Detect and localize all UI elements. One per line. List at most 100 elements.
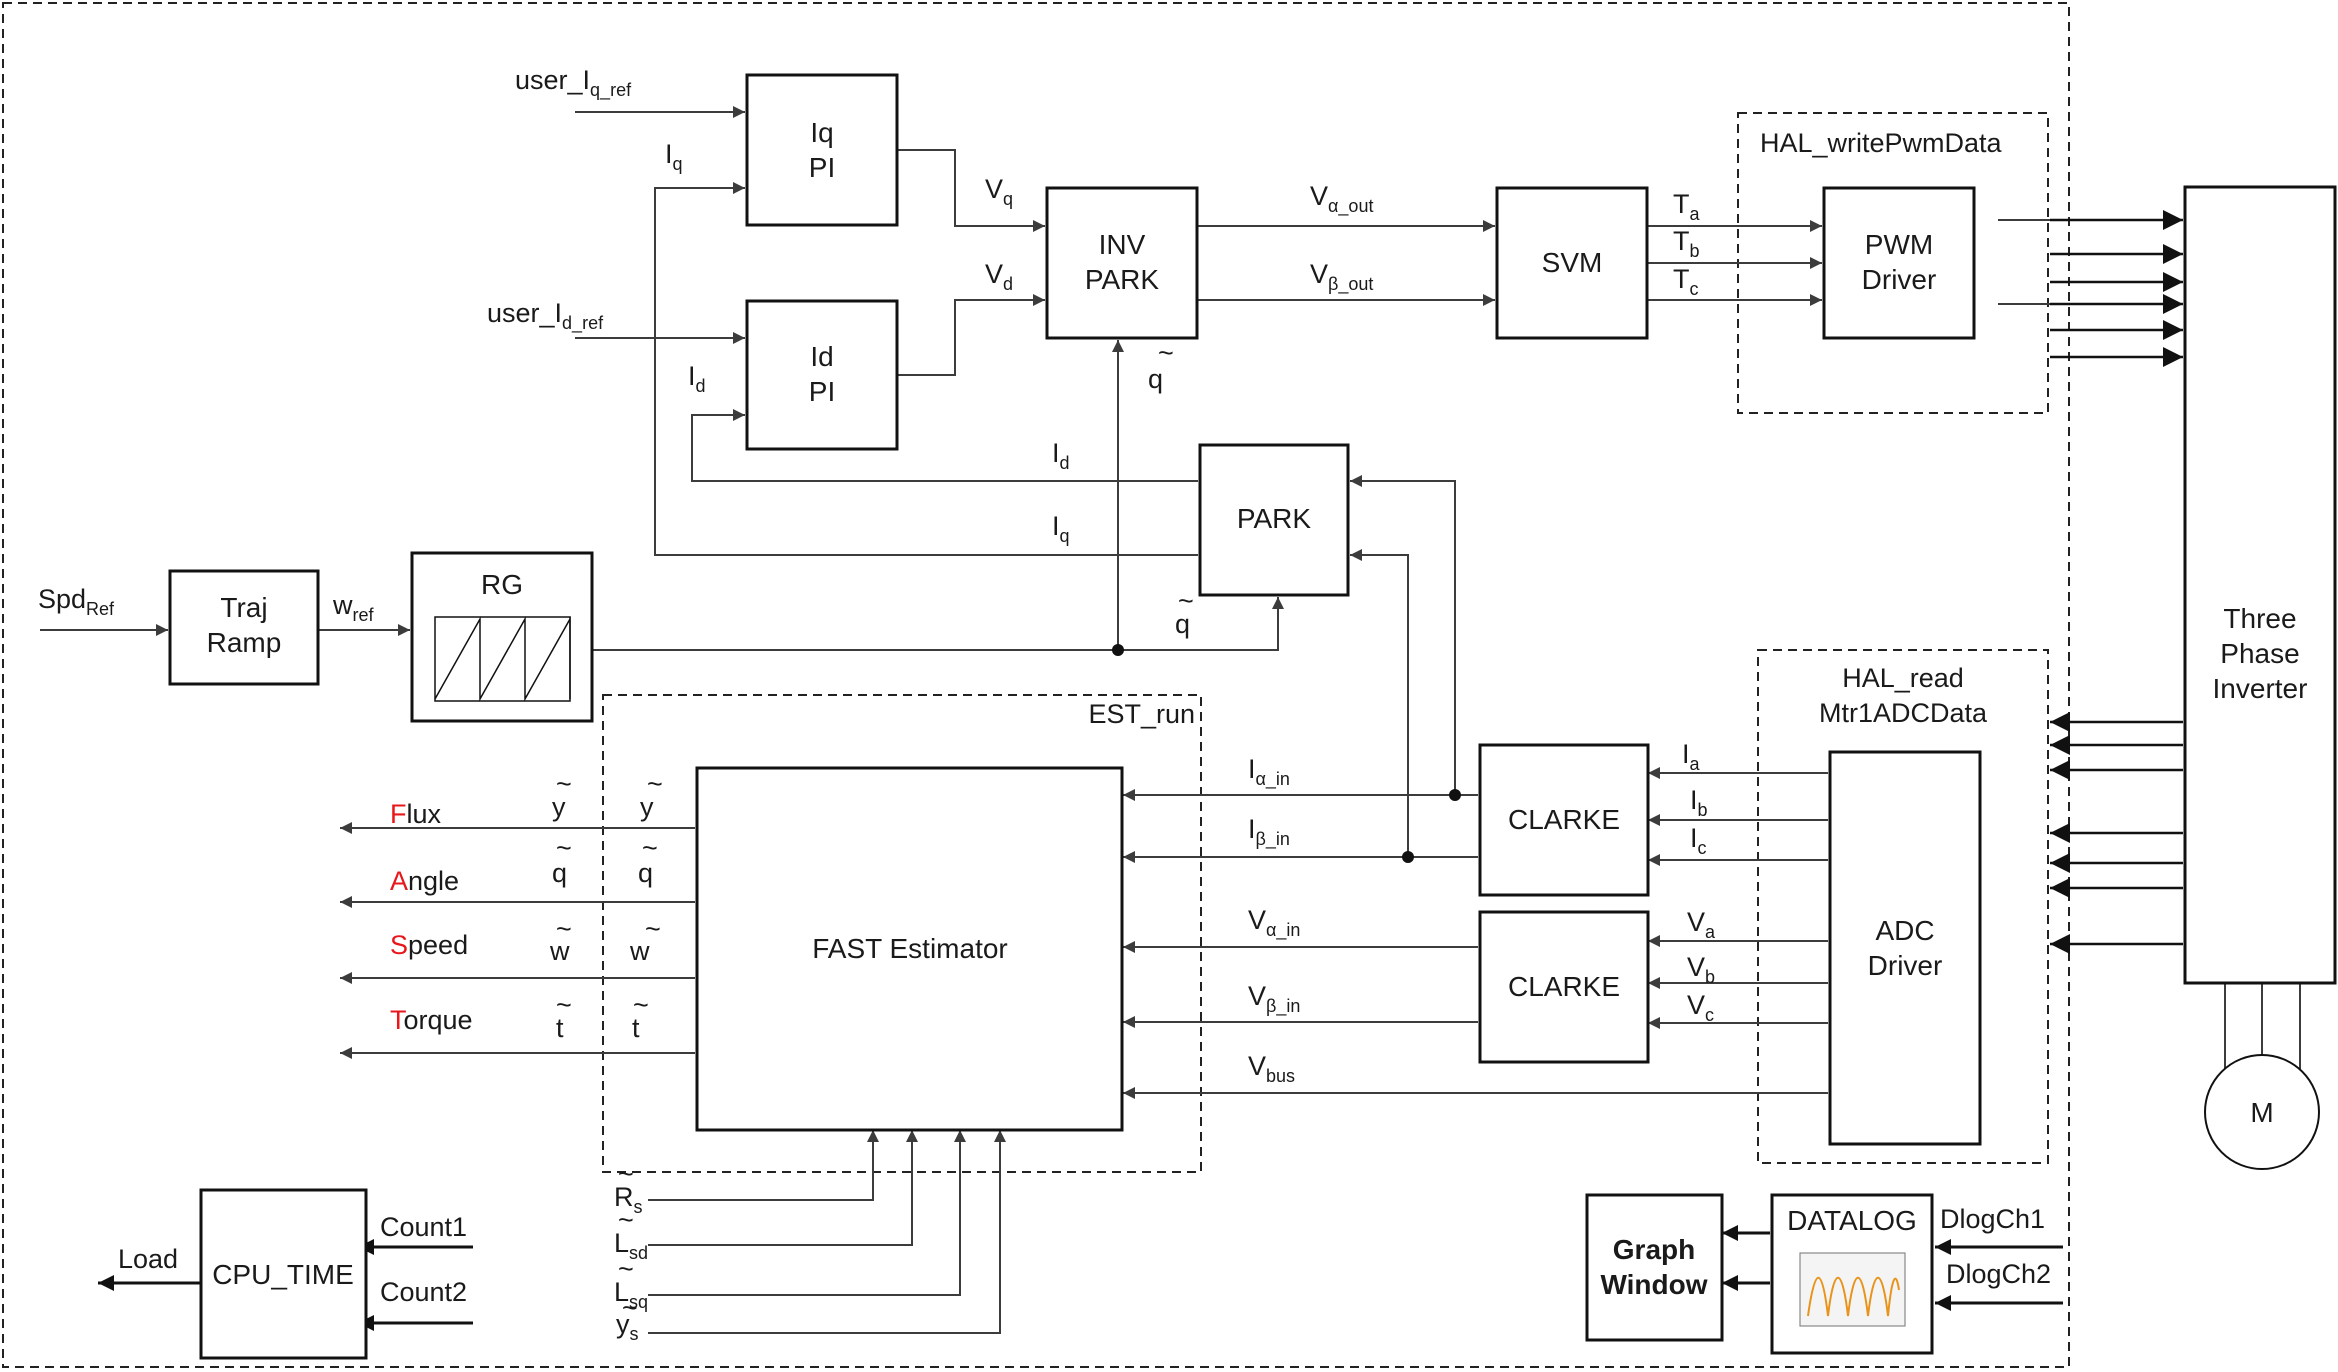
id-pi-line2: PI <box>809 376 835 407</box>
angle-sym-tilde-1: ~ <box>556 833 572 863</box>
clarke-current-label: CLARKE <box>1508 804 1620 835</box>
id-pi-line1: Id <box>810 341 833 372</box>
i-alpha-junction-dot <box>1449 789 1461 801</box>
datalog-waveform <box>1807 1277 1900 1317</box>
rs-label: Rs <box>614 1182 643 1217</box>
count1-label: Count1 <box>380 1212 467 1242</box>
flux-sym-tilde-1: ~ <box>556 769 572 799</box>
vd-label: Vd <box>985 259 1013 294</box>
torque-sym-tilde-2: ~ <box>633 990 649 1020</box>
inverter-line1: Three <box>2223 603 2296 634</box>
park-label: PARK <box>1237 503 1311 534</box>
vd-line <box>898 294 1045 376</box>
ia-label: Ia <box>1682 739 1701 774</box>
v-bus-label: Vbus <box>1248 1051 1295 1086</box>
ib-label: Ib <box>1690 785 1708 820</box>
signal-labels: user_Iq_ref user_Id_ref Iq Id Vq Vd Vα_o… <box>38 65 1716 1086</box>
i-beta-to-park-line <box>1350 549 1478 858</box>
vq-label: Vq <box>985 174 1013 209</box>
inv-park-line1: INV <box>1099 229 1146 260</box>
clarke-voltage-block: CLARKE <box>1478 910 1650 1064</box>
angle-sym-2: q <box>638 858 653 888</box>
torque-sym-tilde-1: ~ <box>556 990 572 1020</box>
rg-block: RG <box>410 551 594 723</box>
inverter-line3: Inverter <box>2213 673 2308 704</box>
flux-output-label: Flux <box>390 799 442 829</box>
load-label: Load <box>118 1244 178 1274</box>
dlog-ch1-label: DlogCh1 <box>1940 1204 2045 1234</box>
ys-tilde: ~ <box>622 1293 638 1323</box>
speed-output-label: Speed <box>390 930 468 960</box>
i-alpha-in-label: Iα_in <box>1248 754 1290 790</box>
traj-ramp-line1: Traj <box>220 592 267 623</box>
park-block: PARK <box>1198 443 1350 597</box>
ys-line <box>648 1130 1006 1334</box>
fast-estimator-label: FAST Estimator <box>812 933 1008 964</box>
motor-label: M <box>2250 1097 2273 1128</box>
park-id-label: Id <box>1052 438 1070 473</box>
user-iq-ref-label: user_Iq_ref <box>515 65 632 101</box>
id-pi-block: Id PI <box>745 299 899 451</box>
va-label: Va <box>1687 907 1716 942</box>
i-beta-in-label: Iβ_in <box>1248 814 1290 850</box>
iq-feedback-line <box>654 182 1198 556</box>
lsq-line <box>648 1130 966 1296</box>
theta-inv-label: q <box>1148 364 1163 394</box>
id-feedback-line <box>691 409 1198 482</box>
dlog-ch2-label: DlogCh2 <box>1946 1259 2051 1289</box>
rg-label: RG <box>481 569 523 600</box>
tb-label: Tb <box>1673 226 1700 261</box>
w-ref-label: wref <box>332 590 375 625</box>
speed-sym-tilde-2: ~ <box>645 914 661 944</box>
fast-estimator-block: FAST Estimator <box>695 766 1124 1132</box>
speed-sym-1: w <box>549 936 570 966</box>
graph-window-block: Graph Window <box>1585 1193 1724 1342</box>
datalog-block: DATALOG <box>1770 1193 1934 1355</box>
user-id-ref-label: user_Id_ref <box>487 298 604 334</box>
theta-park-tilde: ~ <box>1178 586 1194 616</box>
sawtooth-wave <box>434 616 571 702</box>
rs-line <box>648 1130 879 1201</box>
inverter-to-adc-arrows <box>2050 712 2183 954</box>
motor-symbol: M <box>2204 1054 2320 1170</box>
traj-ramp-block: Traj Ramp <box>168 569 320 686</box>
theta-park-label: q <box>1175 609 1190 639</box>
lsq-tilde: ~ <box>618 1254 634 1284</box>
flux-sym-tilde-2: ~ <box>647 769 663 799</box>
inv-park-line2: PARK <box>1085 264 1159 295</box>
id-feedback-label: Id <box>688 361 706 396</box>
lsd-label: Lsd <box>614 1228 648 1263</box>
vq-line <box>898 149 1045 232</box>
count2-label: Count2 <box>380 1277 467 1307</box>
ic-label: Ic <box>1690 823 1707 858</box>
theta-inv-tilde: ~ <box>1158 338 1174 368</box>
svm-block: SVM <box>1495 186 1649 340</box>
iq-pi-block: Iq PI <box>745 73 899 227</box>
speed-sym-2: w <box>629 936 650 966</box>
clarke-current-block: CLARKE <box>1478 743 1650 897</box>
adc-driver-line2: Driver <box>1868 950 1943 981</box>
adc-driver-block: ADC Driver <box>1828 750 1982 1146</box>
flux-sym-1: y <box>552 792 566 822</box>
i-alpha-to-park-line <box>1350 475 1478 796</box>
tc-label: Tc <box>1673 264 1699 299</box>
torque-sym-1: t <box>556 1013 564 1043</box>
estimator-outputs: Flux Angle Speed Torque ~ y ~ q ~ w ~ t … <box>390 769 663 1043</box>
hal-read-label-2: Mtr1ADCData <box>1819 698 1988 728</box>
vc-label: Vc <box>1687 990 1714 1025</box>
datalog-label: DATALOG <box>1787 1205 1917 1236</box>
clarke-voltage-label: CLARKE <box>1508 971 1620 1002</box>
estimator-parameters: ~ Rs ~ Lsd ~ Lsq ~ ys <box>614 1159 648 1344</box>
svm-label: SVM <box>1542 247 1603 278</box>
v-beta-in-label: Vβ_in <box>1248 981 1300 1017</box>
ys-label: ys <box>616 1309 639 1344</box>
inverter-line2: Phase <box>2220 638 2299 669</box>
lsd-tilde: ~ <box>618 1205 634 1235</box>
connections <box>40 106 2301 1334</box>
iq-pi-line2: PI <box>809 152 835 183</box>
hal-write-label: HAL_writePwmData <box>1760 128 2003 158</box>
iq-pi-line1: Iq <box>810 117 833 148</box>
lsd-line <box>648 1130 918 1246</box>
inv-park-block: INV PARK <box>1045 186 1199 340</box>
torque-sym-2: t <box>632 1013 640 1043</box>
